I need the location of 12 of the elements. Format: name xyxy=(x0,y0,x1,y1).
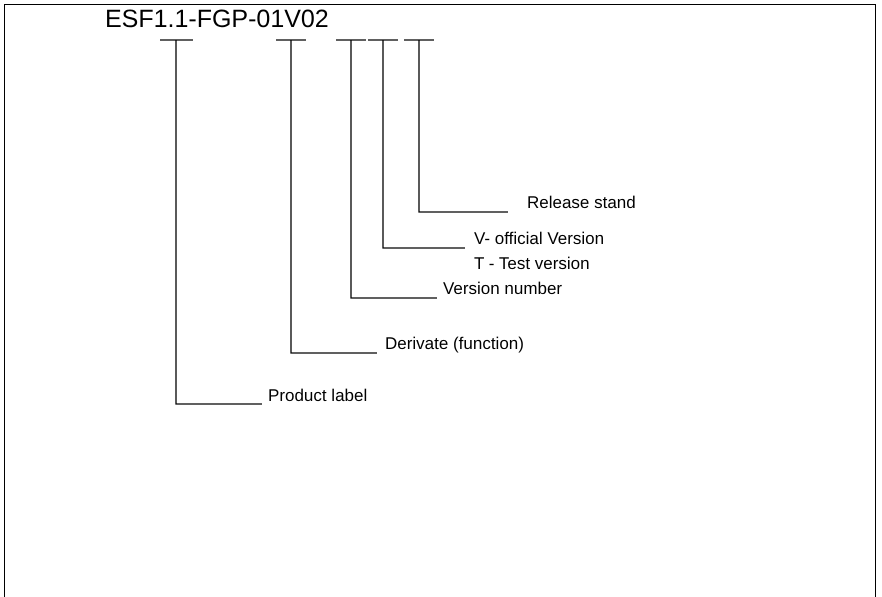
leader-line xyxy=(403,39,509,213)
leader-line xyxy=(275,39,378,354)
description-text: Version number xyxy=(443,278,562,300)
description-text: T - Test version xyxy=(474,253,591,275)
description-text: V- official Version xyxy=(474,228,604,250)
description-text: Release stand xyxy=(527,192,636,214)
product-code: ESF1.1-FGP-01V02 xyxy=(105,5,330,35)
description-text: Product label xyxy=(268,385,368,407)
leader-line xyxy=(159,39,263,405)
description-text: Derivate (function) xyxy=(385,333,524,355)
leader-line xyxy=(367,39,466,249)
leader-line xyxy=(335,39,438,299)
